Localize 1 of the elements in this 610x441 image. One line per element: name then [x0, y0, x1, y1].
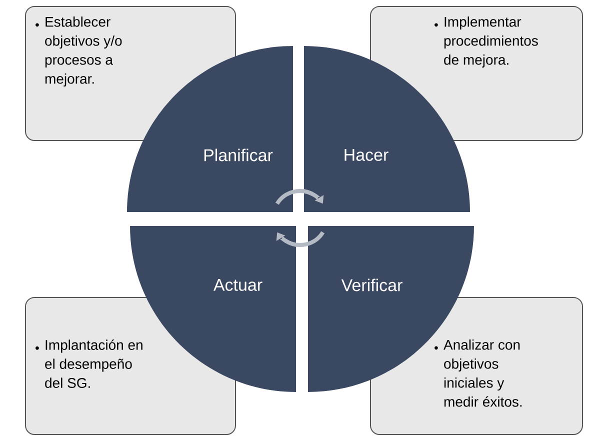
quadrant: Planificar: [127, 46, 293, 212]
